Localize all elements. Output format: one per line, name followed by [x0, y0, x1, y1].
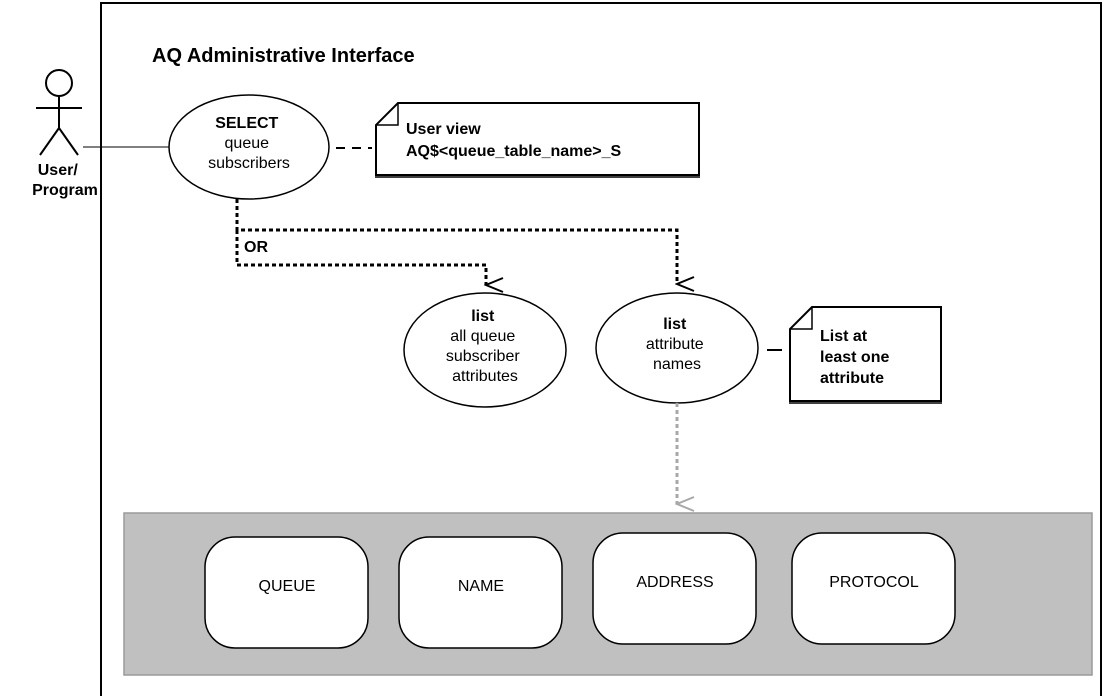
user-view-note-text: User view AQ$<queue_table_name>_S: [406, 121, 622, 160]
list-all-usecase-ellipse: [403, 292, 567, 408]
system-boundary: [100, 2, 1102, 696]
attribute-note: [789, 306, 942, 402]
list-all-usecase-label: list all queue subscriber attributes: [446, 308, 524, 385]
actor-stick-figure-icon: [36, 69, 82, 156]
attribute-box-name: NAME: [398, 536, 563, 649]
diagram-title: AQ Administrative Interface: [152, 45, 415, 67]
select-usecase-label: SELECT queue subscribers: [208, 115, 290, 172]
attribute-label-name: NAME: [458, 578, 504, 595]
or-label: OR: [244, 239, 268, 256]
attribute-box-protocol: PROTOCOL: [791, 532, 956, 645]
user-view-note: [375, 102, 700, 176]
attribute-note-text: List at least one attribute: [820, 328, 894, 387]
or-branch-to-list-names: [235, 199, 677, 284]
actor-label: User/ Program: [32, 162, 98, 199]
attribute-label-queue: QUEUE: [259, 578, 316, 595]
or-branch-to-list-all: [235, 230, 486, 285]
attribute-label-protocol: PROTOCOL: [829, 574, 919, 591]
select-usecase-ellipse: [168, 94, 330, 200]
attribute-label-address: ADDRESS: [636, 574, 713, 591]
attribute-box-address: ADDRESS: [592, 532, 757, 645]
list-names-usecase-label: list attribute names: [646, 316, 708, 373]
attribute-box-queue: QUEUE: [204, 536, 369, 649]
